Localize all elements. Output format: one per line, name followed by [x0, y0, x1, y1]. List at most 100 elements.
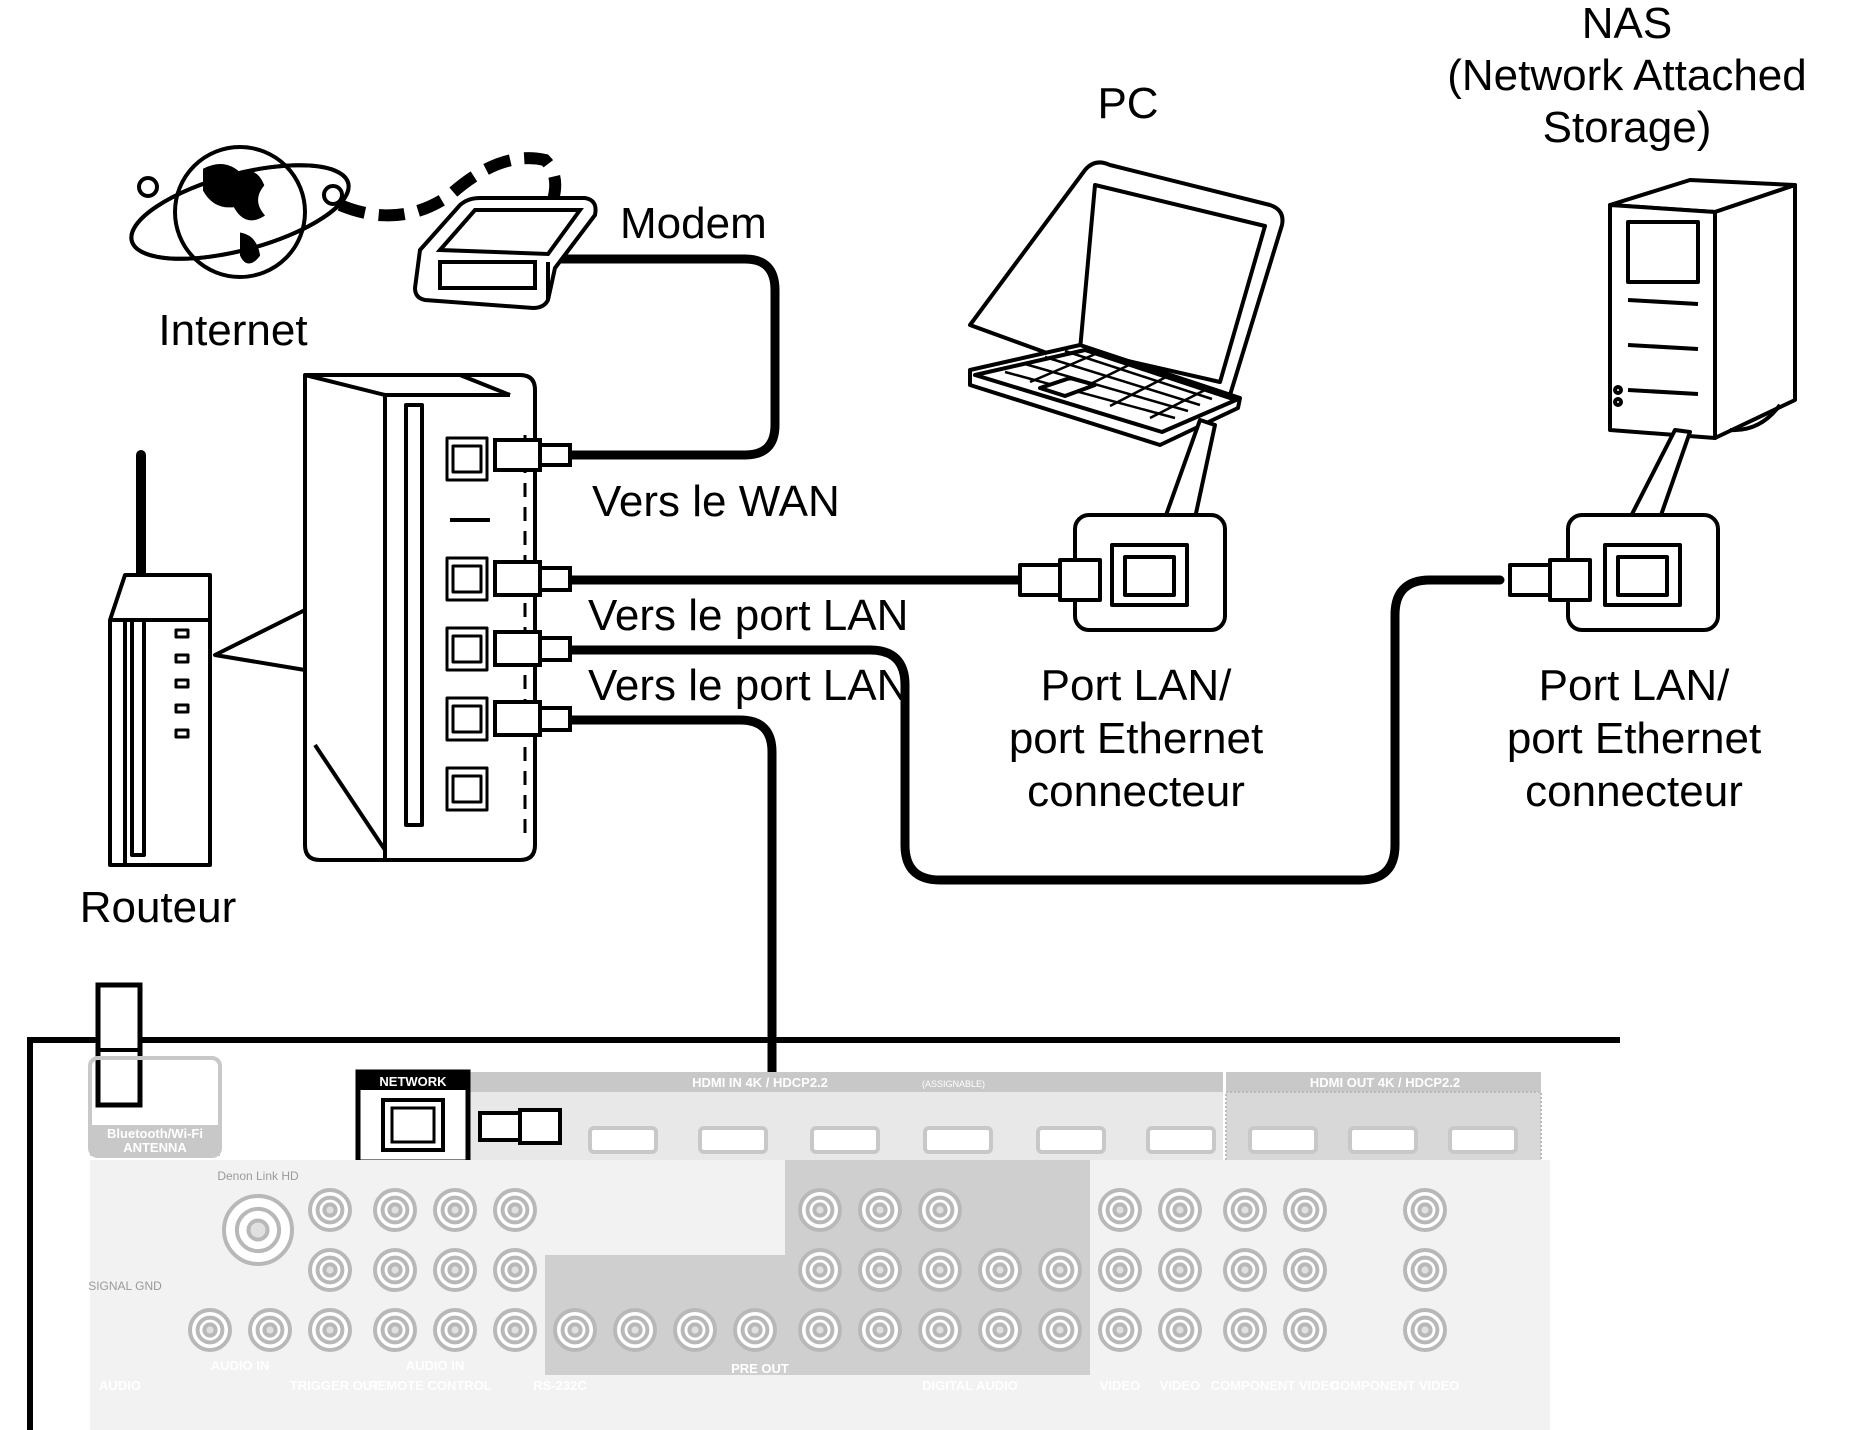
- rca-jacks: [188, 1188, 1447, 1352]
- trigger-out-label: TRIGGER OUT: [290, 1378, 380, 1393]
- video-jack: [1098, 1188, 1142, 1232]
- nas-port-closeup: [1508, 428, 1720, 632]
- modem-label: Modem: [620, 199, 767, 248]
- component-out-jack: [1403, 1308, 1447, 1352]
- pc-title: PC: [1097, 79, 1158, 128]
- router-label: Routeur: [80, 883, 237, 932]
- network-port-label: NETWORK: [379, 1074, 447, 1089]
- pre-out-jack: [1038, 1308, 1082, 1352]
- video-jack: [1098, 1308, 1142, 1352]
- pre-out-jack: [858, 1308, 902, 1352]
- audio-in-jack: [308, 1248, 352, 1292]
- wan-label: Vers le WAN: [592, 477, 840, 526]
- laptop-icon: [968, 160, 1285, 447]
- pre-out-jack: [673, 1308, 717, 1352]
- audio-in-jack: [373, 1308, 417, 1352]
- audio-in-jack: [493, 1188, 537, 1232]
- digital-audio-label: DIGITAL AUDIO: [922, 1378, 1018, 1393]
- pc-port-label-2: port Ethernet: [1009, 714, 1263, 763]
- pre-out-jack: [613, 1308, 657, 1352]
- pre-out-jack: [553, 1308, 597, 1352]
- hdmi-assignable-label: (ASSIGNABLE): [922, 1079, 985, 1089]
- receiver-network-cable: [550, 715, 777, 1130]
- audio-in-jack: [373, 1188, 417, 1232]
- pc-port-label-1: Port LAN/: [1041, 661, 1233, 710]
- audio-in-jack: [433, 1248, 477, 1292]
- pre-out-jack: [733, 1308, 777, 1352]
- audio-in-jack: [308, 1188, 352, 1232]
- tuner-audio-in-label: AUDIO IN: [211, 1358, 270, 1373]
- pre-out-jack: [858, 1248, 902, 1292]
- pre-out-label: PRE OUT: [731, 1361, 789, 1376]
- denon-link-jack: [222, 1194, 294, 1266]
- pre-out-jack: [918, 1188, 962, 1232]
- pre-out-jack: [918, 1248, 962, 1292]
- signal-gnd-label: SIGNAL GND: [88, 1279, 162, 1293]
- video-jack: [1158, 1248, 1202, 1292]
- antenna-label: Bluetooth/Wi-Fi: [107, 1126, 203, 1141]
- internet-dashed-link: [337, 152, 562, 222]
- antenna-label-2: ANTENNA: [123, 1140, 187, 1155]
- nas-title-line-2: (Network Attached: [1447, 51, 1807, 100]
- pre-out-jack: [798, 1248, 842, 1292]
- tuner-jack: [188, 1308, 232, 1352]
- component-in-jack: [1223, 1188, 1267, 1232]
- audio-in-jack: [493, 1248, 537, 1292]
- component-in-jack: [1283, 1188, 1327, 1232]
- pc-port-closeup: [1018, 418, 1227, 632]
- pc-port-label-3: connecteur: [1027, 767, 1245, 816]
- rs232c-label: RS-232C: [533, 1378, 587, 1393]
- pre-out-jack: [798, 1308, 842, 1352]
- pre-out-jack: [858, 1188, 902, 1232]
- hdmi-in-label: HDMI IN 4K / HDCP2.2: [692, 1075, 828, 1090]
- audio-in-jack: [373, 1248, 417, 1292]
- hdmi-out-label: HDMI OUT 4K / HDCP2.2: [1310, 1075, 1460, 1090]
- audio-in-jack: [433, 1308, 477, 1352]
- nas-port-label-3: connecteur: [1525, 767, 1743, 816]
- remote-control-label: REMOTE CONTROL: [368, 1378, 492, 1393]
- pre-out-jack: [798, 1188, 842, 1232]
- rj45-plugs-router: [493, 438, 572, 737]
- component-video-in-label: COMPONENT VIDEO: [1211, 1378, 1340, 1393]
- lan-label-1: Vers le port LAN: [588, 591, 908, 640]
- modem-icon: [412, 196, 598, 311]
- lan-label-2: Vers le port LAN: [588, 661, 908, 710]
- router-port-closeup: [213, 373, 537, 862]
- video-jack: [1158, 1188, 1202, 1232]
- component-in-jack: [1223, 1308, 1267, 1352]
- nas-port-label-1: Port LAN/: [1539, 661, 1731, 710]
- nas-title-line-1: NAS: [1582, 0, 1672, 48]
- receiver-rear-panel: Bluetooth/Wi-Fi ANTENNA HDMI IN 4K / HDC…: [27, 982, 1620, 1430]
- pre-out-jack: [978, 1248, 1022, 1292]
- component-video-out-label: COMPONENT VIDEO: [1331, 1378, 1460, 1393]
- component-out-jack: [1403, 1188, 1447, 1232]
- labels: NAS (Network Attached Storage) PC Modem …: [80, 0, 1807, 932]
- audio-in-jack: [433, 1188, 477, 1232]
- router-icon: [108, 450, 212, 867]
- nas-port-label-2: port Ethernet: [1507, 714, 1761, 763]
- audio-in-label: AUDIO IN: [406, 1358, 465, 1373]
- video-in-label: VIDEO: [1100, 1378, 1140, 1393]
- video-out-label: VIDEO: [1160, 1378, 1200, 1393]
- nas-title-line-3: Storage): [1543, 103, 1712, 152]
- modem-wan-cable: [543, 254, 780, 460]
- video-jack: [1098, 1248, 1142, 1292]
- tuner-jack: [248, 1308, 292, 1352]
- globe-icon: [129, 145, 351, 279]
- audio-phono-label: AUDIO: [99, 1378, 141, 1393]
- nas-lan-cable: [560, 575, 1505, 885]
- pre-out-jack: [978, 1308, 1022, 1352]
- nas-tower-icon: [1608, 178, 1797, 440]
- component-out-jack: [1403, 1248, 1447, 1292]
- component-in-jack: [1223, 1248, 1267, 1292]
- audio-in-jack: [308, 1308, 352, 1352]
- internet-label: Internet: [158, 306, 307, 355]
- audio-in-jack: [493, 1308, 537, 1352]
- video-jack: [1158, 1308, 1202, 1352]
- component-in-jack: [1283, 1248, 1327, 1292]
- pre-out-jack: [918, 1308, 962, 1352]
- denon-link-label: Denon Link HD: [217, 1169, 299, 1183]
- hdmi-ports: [588, 1126, 1518, 1154]
- component-in-jack: [1283, 1308, 1327, 1352]
